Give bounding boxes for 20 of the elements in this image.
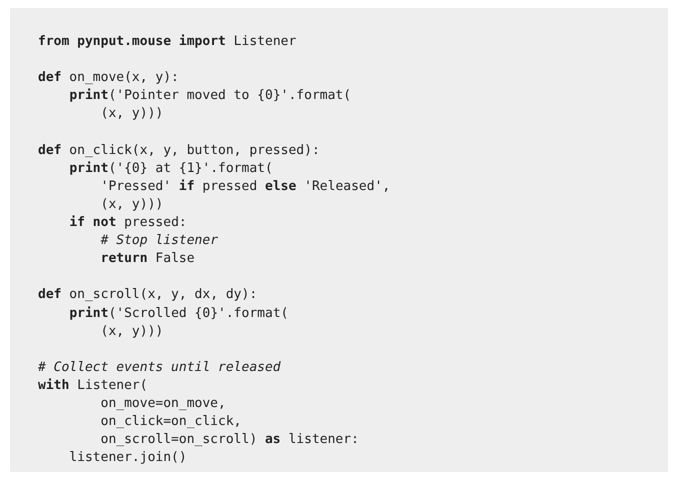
- code-line: (x, y))): [100, 196, 164, 213]
- code-line: listener.join(): [68, 450, 187, 466]
- code-line: on_scroll=on_scroll) as listener:: [100, 432, 359, 448]
- code-line: 'Pressed' if pressed else 'Released',: [100, 178, 390, 195]
- code-line: print('Pointer moved to {0}'.format(: [68, 88, 352, 104]
- code-line: on_click=on_click,: [100, 414, 242, 430]
- code-line: (x, y))): [100, 324, 164, 340]
- code-line: from pynput.mouse import Listener: [38, 34, 296, 50]
- code-line: print('Scrolled {0}'.format(: [68, 306, 288, 322]
- code-line: with Listener(: [38, 378, 148, 394]
- code-line: return False: [100, 251, 195, 268]
- code-line: # Stop listener: [100, 233, 218, 250]
- code-line: (x, y))): [100, 106, 164, 122]
- code-line: on_move=on_move,: [100, 396, 226, 412]
- code-line: def on_move(x, y):: [38, 70, 179, 86]
- code-line: if not pressed:: [68, 215, 187, 231]
- code-line: def on_scroll(x, y, dx, dy):: [38, 287, 258, 304]
- code-line: # Collect events until released: [38, 360, 281, 376]
- code-line: def on_click(x, y, button, pressed):: [38, 142, 320, 159]
- code-line: print('{0} at {1}'.format(: [68, 160, 273, 177]
